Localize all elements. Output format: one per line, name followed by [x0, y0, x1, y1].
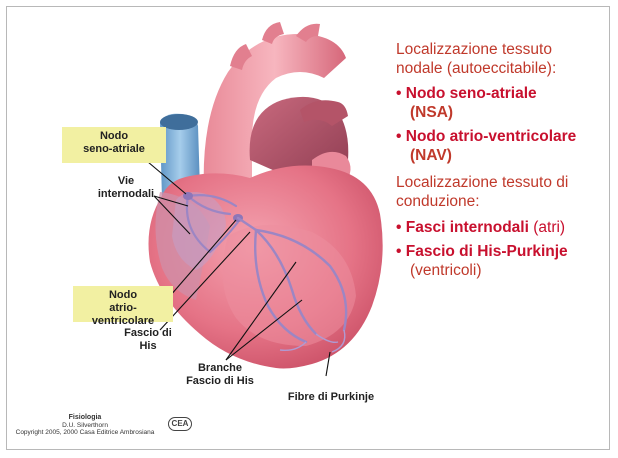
vie-line1: Vie	[86, 175, 166, 188]
branche-line1: Branche	[172, 362, 268, 375]
bullet4-bold: Fascio di His-Purkinje	[406, 243, 568, 260]
bullet-dot: •	[396, 85, 401, 102]
label-nodo-atrio-ventricolare: Nodo atrio-ventricolare	[73, 286, 173, 322]
bullet-dot: •	[396, 219, 401, 236]
bullet-his-purkinje: • Fascio di His-Purkinje	[396, 242, 576, 261]
bullet-dot: •	[396, 128, 401, 145]
bullet4-line2: (ventricoli)	[396, 261, 576, 280]
nodo-av-line2: atrio-ventricolare	[79, 302, 167, 328]
heading-conduction: Localizzazione tessuto di conduzione:	[396, 173, 576, 211]
fascio-line2: His	[118, 340, 178, 353]
nodo-sa-line2: seno-atriale	[68, 143, 160, 156]
heading-nodal: Localizzazione tessuto nodale (autoeccit…	[396, 40, 576, 78]
credit-line1: Fisiologia	[10, 414, 160, 422]
bullet3-bold: Fasci internodali	[406, 219, 529, 236]
bullet1-line1: Nodo seno-atriale	[406, 85, 537, 102]
label-fascio-di-his: Fascio di His	[118, 327, 178, 353]
bullet1-line2: (NSA)	[396, 103, 576, 122]
label-nodo-seno-atriale: Nodo seno-atriale	[62, 127, 166, 163]
publisher-logo-icon: CEA	[168, 417, 192, 431]
heading1-line2: nodale (autoeccitabile):	[396, 59, 576, 78]
label-fibre-di-purkinje: Fibre di Purkinje	[276, 391, 386, 404]
bullet3-rest: (atri)	[529, 219, 565, 236]
heading1-line1: Localizzazione tessuto	[396, 40, 576, 59]
bullet-internodali: • Fasci internodali (atri)	[396, 218, 576, 237]
branche-line2: Fascio di His	[172, 375, 268, 388]
label-branche: Branche Fascio di His	[172, 362, 268, 388]
nodo-av-line1: Nodo	[79, 289, 167, 302]
label-vie-internodali: Vie internodali	[86, 175, 166, 201]
bullet-nav: • Nodo atrio-ventricolare	[396, 127, 576, 146]
heading2-line2: conduzione:	[396, 192, 576, 211]
bullet-dot: •	[396, 243, 401, 260]
nodo-sa-line1: Nodo	[68, 130, 160, 143]
bullet2-line1: Nodo atrio-ventricolare	[406, 128, 577, 145]
text-panel: Localizzazione tessuto nodale (autoeccit…	[396, 40, 576, 280]
bullet-nsa: • Nodo seno-atriale	[396, 84, 576, 103]
heading2-line1: Localizzazione tessuto di	[396, 173, 576, 192]
fascio-line1: Fascio di	[118, 327, 178, 340]
vie-line2: internodali	[86, 188, 166, 201]
credit-line2: D.U. Silverthorn	[10, 422, 160, 430]
bullet2-line2: (NAV)	[396, 146, 576, 165]
credit-line3: Copyright 2005, 2000 Casa Editrice Ambro…	[10, 429, 160, 437]
copyright-credit: Fisiologia D.U. Silverthorn Copyright 20…	[10, 414, 160, 437]
